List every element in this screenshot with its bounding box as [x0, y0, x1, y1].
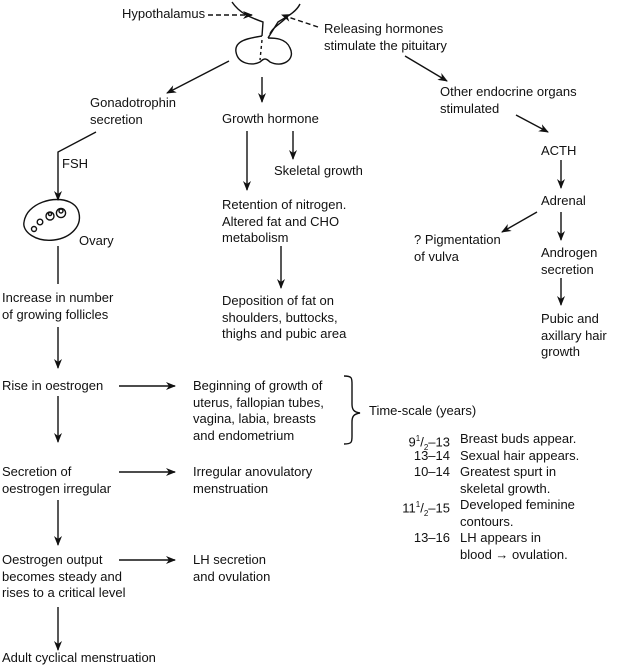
node-fsh: FSH	[62, 156, 88, 171]
pituitary-icon	[231, 1, 301, 65]
ovary-icon	[23, 198, 81, 241]
node-growth-hormone: Growth hormone	[222, 111, 319, 126]
timescale-years: 13–14	[413, 447, 450, 463]
timescale-event: Greatest spurt in skeletal growth.	[460, 464, 557, 496]
timescale-title: Time-scale (years)	[369, 403, 477, 418]
node-hypothalamus: Hypothalamus	[122, 6, 206, 21]
node-pigmentation: ? Pigmentation of vulva	[414, 232, 501, 264]
node-releasing-hormones: Releasing hormones stimulate the pituita…	[324, 21, 447, 53]
node-other-endocrine: Other endocrine organs stimulated	[440, 84, 577, 116]
timescale-years: 111/2–15	[402, 500, 450, 518]
node-lh-secretion: LH secretion and ovulation	[193, 552, 271, 584]
timescale-event: Breast buds appear.	[460, 431, 577, 446]
node-gonadotrophin-secretion: Gonadotrophin secretion	[90, 95, 177, 127]
timescale-event: Developed feminine contours.	[460, 497, 575, 529]
timescale-years: 13–16	[413, 530, 450, 545]
node-beginning-growth: Beginning of growth of uterus, fallopian…	[193, 378, 324, 443]
timescale-years: 10–14	[413, 464, 450, 479]
node-ovary: Ovary	[79, 233, 114, 248]
node-secretion-irregular: Secretion of oestrogen irregular	[2, 464, 112, 496]
node-androgen-secretion: Androgen secretion	[541, 245, 598, 277]
node-oestrogen-steady: Oestrogen output becomes steady and rise…	[2, 552, 126, 600]
timescale-event: Sexual hair appears.	[460, 447, 580, 463]
node-acth: ACTH	[541, 143, 577, 158]
brace	[343, 375, 361, 445]
node-skeletal-growth: Skeletal growth	[274, 163, 363, 178]
node-increase-follicles: Increase in number of growing follicles	[2, 290, 114, 322]
node-deposition-fat: Deposition of fat on shoulders, buttocks…	[222, 293, 347, 341]
node-adrenal: Adrenal	[541, 193, 586, 208]
releasing-pointer	[281, 14, 319, 28]
timescale-event: LH appears in blood → ovulation.	[460, 530, 568, 562]
node-irregular-menstruation: Irregular anovulatory menstruation	[193, 464, 313, 496]
timescale-years: 91/2–13	[408, 434, 450, 452]
node-retention-nitrogen: Retention of nitrogen. Altered fat and C…	[222, 197, 347, 245]
node-rise-oestrogen: Rise in oestrogen	[2, 378, 104, 393]
node-adult-menstruation: Adult cyclical menstruation	[2, 650, 156, 665]
node-pubic-axillary-hair: Pubic and axillary hair growth	[541, 311, 607, 359]
